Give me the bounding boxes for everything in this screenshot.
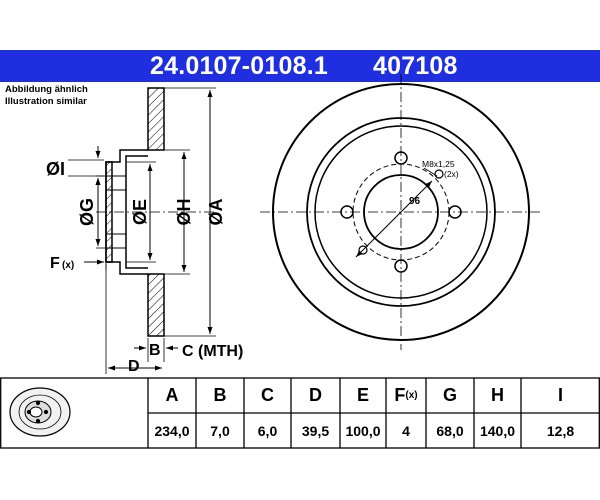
part-number: 24.0107-0108.1 (150, 52, 328, 80)
caption-english: Illustration similar (5, 96, 87, 107)
label-b: B (149, 342, 161, 359)
label-dia-g: ØG (77, 198, 97, 226)
title-bar: 24.0107-0108.1 407108 (0, 50, 600, 82)
friction-ring-lower (147, 273, 165, 337)
value-g: 68,0 (436, 422, 464, 439)
front-view (260, 74, 542, 350)
bolt-hole-right (448, 205, 462, 219)
header-f-sub: (x) (405, 390, 418, 401)
hat-inner-outline (125, 155, 148, 269)
value-c: 6,0 (257, 422, 278, 439)
header-e: E (356, 385, 369, 405)
caption-german: Abbildung ähnlich (5, 84, 88, 95)
bolt-circle-label: 96 (409, 196, 421, 207)
label-d: D (128, 358, 140, 375)
disc-outer-edge (272, 83, 530, 341)
value-b: 7,0 (210, 422, 230, 439)
friction-inner-edge (306, 117, 496, 307)
header-a: A (165, 385, 179, 405)
bolt-hole-bottom (394, 259, 408, 273)
hub-face (105, 161, 113, 263)
hat-outer-edge (314, 125, 488, 299)
friction-ring-upper (147, 87, 165, 151)
header-i: I (557, 385, 563, 405)
value-a: 234,0 (154, 422, 190, 439)
bolt-hole-top (394, 151, 408, 165)
label-c-mth: C (MTH) (182, 343, 243, 360)
header-c: C (261, 385, 274, 405)
header-f-letter: F (394, 385, 406, 405)
label-f-sub: (x) (62, 260, 74, 271)
value-d: 39,5 (301, 422, 330, 439)
value-e: 100,0 (345, 422, 381, 439)
header-b: B (213, 385, 227, 405)
bolt-hole-left (340, 205, 354, 219)
thread-label: M8x1,25 (422, 159, 455, 169)
bolt-circle-dimension (355, 180, 433, 258)
header-h: H (491, 385, 504, 405)
spec-table-grid (0, 377, 600, 449)
header-g: G (442, 385, 457, 405)
label-dia-e: ØE (130, 199, 150, 225)
thread-count: (2x) (444, 169, 459, 179)
disc-thumbnail-icon (9, 387, 71, 437)
value-h: 140,0 (479, 422, 516, 439)
value-f: 4 (402, 422, 410, 439)
article-number: 407108 (373, 52, 458, 80)
header-d: D (309, 385, 322, 405)
label-dia-i: ØI (46, 159, 65, 179)
cross-section-view (68, 87, 216, 374)
header-f: F(x) (386, 378, 426, 413)
label-f: F (50, 255, 60, 272)
label-dia-h: ØH (174, 199, 194, 226)
thread-hole-upper (434, 169, 444, 179)
value-i: 12,8 (546, 422, 575, 439)
label-dia-a: ØA (206, 198, 226, 225)
